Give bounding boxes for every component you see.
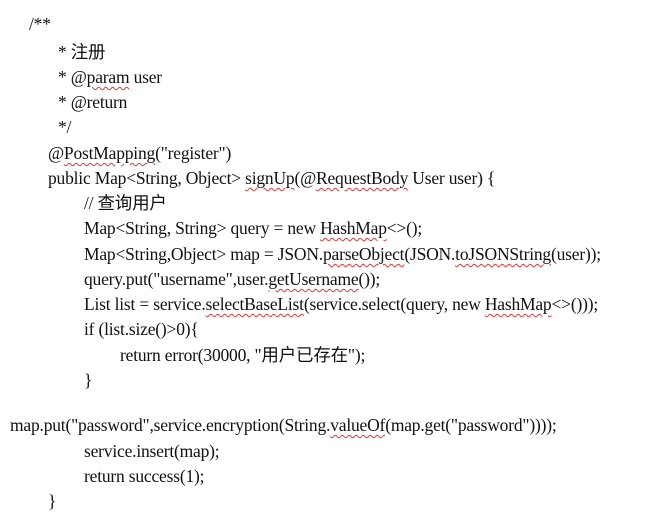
code-token: @ [48, 143, 64, 163]
code-token: return success(1); [84, 466, 205, 486]
spellcheck-flagged-token: parseObject [322, 244, 405, 264]
code-line: @PostMapping("register") [48, 142, 231, 164]
code-token: (@ [294, 168, 317, 188]
spellcheck-flagged-token: PostMapping [63, 143, 156, 163]
code-line: service.insert(map); [84, 440, 220, 462]
code-token: if (list.size()>0){ [84, 319, 199, 339]
code-token: (map.get("password")))); [385, 415, 557, 435]
spellcheck-flagged-token: getUsername [268, 269, 359, 289]
code-line: */ [58, 116, 71, 138]
code-token: Map<String, String> query = new [84, 218, 321, 238]
code-token: query.put("username",user. [84, 269, 269, 289]
code-line: * @return [58, 91, 127, 113]
code-line: if (list.size()>0){ [84, 318, 199, 340]
code-line: } [48, 490, 56, 512]
code-token: (JSON. [404, 244, 456, 264]
code-line: /** [29, 13, 51, 35]
code-line: * 注册 [58, 41, 106, 63]
code-token: Map<String,Object> map = JSON. [84, 244, 323, 264]
code-token: service.insert(map); [84, 441, 220, 461]
code-line: return error(30000, "用户已存在"); [120, 344, 365, 366]
code-token: * 注册 [58, 42, 106, 62]
code-token: <>())); [551, 294, 599, 314]
code-line: // 查询用户 [84, 192, 167, 214]
code-token: user [129, 67, 163, 87]
code-line: query.put("username",user.getUsername())… [84, 268, 380, 290]
code-token: // 查询用户 [84, 193, 167, 213]
code-token: <>(); [386, 218, 423, 238]
code-token: } [48, 491, 57, 511]
code-token: ()); [358, 269, 381, 289]
code-token: * @ [58, 67, 87, 87]
code-token: List list = service. [84, 294, 206, 314]
code-line: Map<String,Object> map = JSON.parseObjec… [84, 243, 601, 265]
code-line: List list = service.selectBaseList(servi… [84, 293, 598, 315]
code-token: return error(30000, "用户已存在"); [120, 345, 366, 365]
spellcheck-flagged-token: param [86, 67, 130, 87]
code-token: ("register") [155, 143, 232, 163]
spellcheck-flagged-token: toJSONString [455, 244, 551, 264]
spellcheck-flagged-token: selectBaseList [205, 294, 304, 314]
code-token: (service.select(query, new [303, 294, 485, 314]
code-token: map.put("password",service.encryption(St… [10, 415, 331, 435]
code-line: return success(1); [84, 465, 205, 487]
code-line: * @param user [58, 66, 162, 88]
code-token: * @return [58, 92, 128, 112]
code-line: public Map<String, Object> signUp(@Reque… [48, 167, 495, 189]
spellcheck-flagged-token: valueOf [330, 415, 386, 435]
code-token: /** [29, 14, 51, 34]
code-token: (user)); [550, 244, 601, 264]
code-token: } [84, 370, 93, 390]
spellcheck-flagged-token: signUp [245, 168, 295, 188]
spellcheck-flagged-token: RequestBody [316, 168, 409, 188]
code-line: } [84, 369, 92, 391]
code-line: map.put("password",service.encryption(St… [10, 414, 557, 436]
code-token: public Map<String, Object> [48, 168, 246, 188]
code-token: User user) { [408, 168, 496, 188]
spellcheck-flagged-token: HashMap [320, 218, 387, 238]
code-token: */ [58, 117, 72, 137]
code-line: Map<String, String> query = new HashMap<… [84, 217, 422, 239]
spellcheck-flagged-token: HashMap [484, 294, 552, 314]
